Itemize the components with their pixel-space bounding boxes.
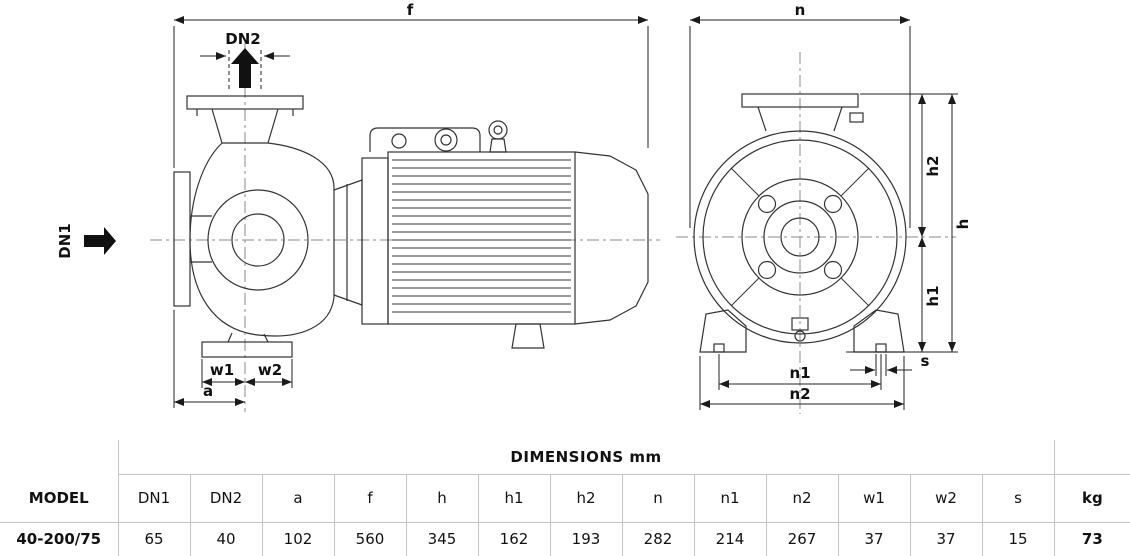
- foot-right: [853, 309, 905, 353]
- dim-label-dn2: DN2: [225, 30, 260, 48]
- dim-label-w2: w2: [258, 361, 282, 379]
- pump-dimensional-drawing: f DN2 DN1 w1 w2 a: [56, 1, 972, 414]
- row-value-n: 282: [621, 522, 694, 556]
- weight-column-spacer: [1053, 440, 1130, 475]
- col-header-h1: h1: [477, 474, 550, 523]
- motor-foot: [511, 323, 545, 349]
- row-value-h: 345: [405, 522, 478, 556]
- row-value-dn1: 65: [117, 522, 190, 556]
- dimensions-title: DIMENSIONS mm: [117, 440, 1055, 475]
- technical-drawing-svg: f DN2 DN1 w1 w2 a: [56, 1, 972, 414]
- dimension-annotations-side: [173, 16, 649, 408]
- row-value-h2: 193: [549, 522, 622, 556]
- cable-gland: [434, 128, 458, 152]
- casing-ribs: [730, 167, 870, 307]
- row-value-n2: 267: [765, 522, 838, 556]
- dim-label-f: f: [407, 1, 414, 19]
- dim-label-h: h: [954, 219, 972, 230]
- row-value-a: 102: [261, 522, 334, 556]
- col-header-dn1: DN1: [117, 474, 190, 523]
- col-header-f: f: [333, 474, 406, 523]
- table-header-row: MODEL DN1 DN2 a f h h1 h2 n n1 n2 w1 w2 …: [0, 474, 1130, 523]
- row-value-n1: 214: [693, 522, 766, 556]
- terminal-box: [369, 127, 481, 152]
- dim-label-n: n: [795, 1, 806, 19]
- dimension-annotations-front: [689, 16, 958, 410]
- pump-base: [201, 341, 293, 358]
- col-header-dn2: DN2: [189, 474, 262, 523]
- volute-casing: [189, 142, 335, 337]
- col-header-a: a: [261, 474, 334, 523]
- dim-label-s: s: [921, 352, 930, 370]
- row-weight: 73: [1053, 522, 1130, 556]
- dim-label-dn1: DN1: [56, 223, 74, 258]
- dim-label-w1: w1: [210, 361, 234, 379]
- col-header-w2: w2: [909, 474, 982, 523]
- discharge-neck: [211, 108, 279, 144]
- model-header: MODEL: [0, 474, 118, 523]
- col-header-n2: n2: [765, 474, 838, 523]
- flange-bolt-holes: [757, 194, 843, 280]
- dn1-flange: [173, 171, 191, 307]
- col-header-n: n: [621, 474, 694, 523]
- col-header-h2: h2: [549, 474, 622, 523]
- casing-circles: [693, 130, 907, 344]
- dim-label-n2: n2: [789, 385, 810, 403]
- dim-label-a: a: [203, 382, 213, 400]
- side-view-drawing: [173, 95, 649, 358]
- row-value-w2: 37: [909, 522, 982, 556]
- table-data-row: 40-200/75 65 40 102 560 345 162 193 282 …: [0, 522, 1130, 556]
- dn2-flange-front: [741, 93, 859, 108]
- row-value-h1: 162: [477, 522, 550, 556]
- col-header-w1: w1: [837, 474, 910, 523]
- vent-plug: [849, 112, 864, 123]
- model-column-spacer: [0, 440, 118, 474]
- dn2-flow-arrow: [231, 48, 259, 88]
- col-header-h: h: [405, 474, 478, 523]
- row-value-s: 15: [981, 522, 1055, 556]
- drain-plug: [791, 317, 809, 331]
- motor-fins: [392, 159, 571, 313]
- col-header-n1: n1: [693, 474, 766, 523]
- row-value-f: 560: [333, 522, 406, 556]
- lifting-eye: [488, 120, 508, 140]
- dim-label-h2: h2: [924, 155, 942, 176]
- row-model: 40-200/75: [0, 522, 118, 556]
- motor-body: [387, 151, 576, 325]
- dn1-flow-arrow: [84, 227, 116, 255]
- fan-cover: [574, 151, 649, 325]
- dimensions-table: DIMENSIONS mm MODEL DN1 DN2 a f h h1 h2 …: [0, 440, 1130, 556]
- row-value-dn2: 40: [189, 522, 262, 556]
- bearing-bracket: [333, 179, 363, 306]
- row-value-w1: 37: [837, 522, 910, 556]
- foot-left: [699, 309, 747, 353]
- motor-endbell: [361, 157, 389, 325]
- col-header-s: s: [981, 474, 1055, 523]
- table-title-row: DIMENSIONS mm: [0, 440, 1130, 475]
- dim-label-n1: n1: [789, 364, 810, 382]
- dn2-flange: [186, 95, 304, 110]
- dim-label-h1: h1: [924, 285, 942, 306]
- weight-header: kg: [1053, 474, 1130, 523]
